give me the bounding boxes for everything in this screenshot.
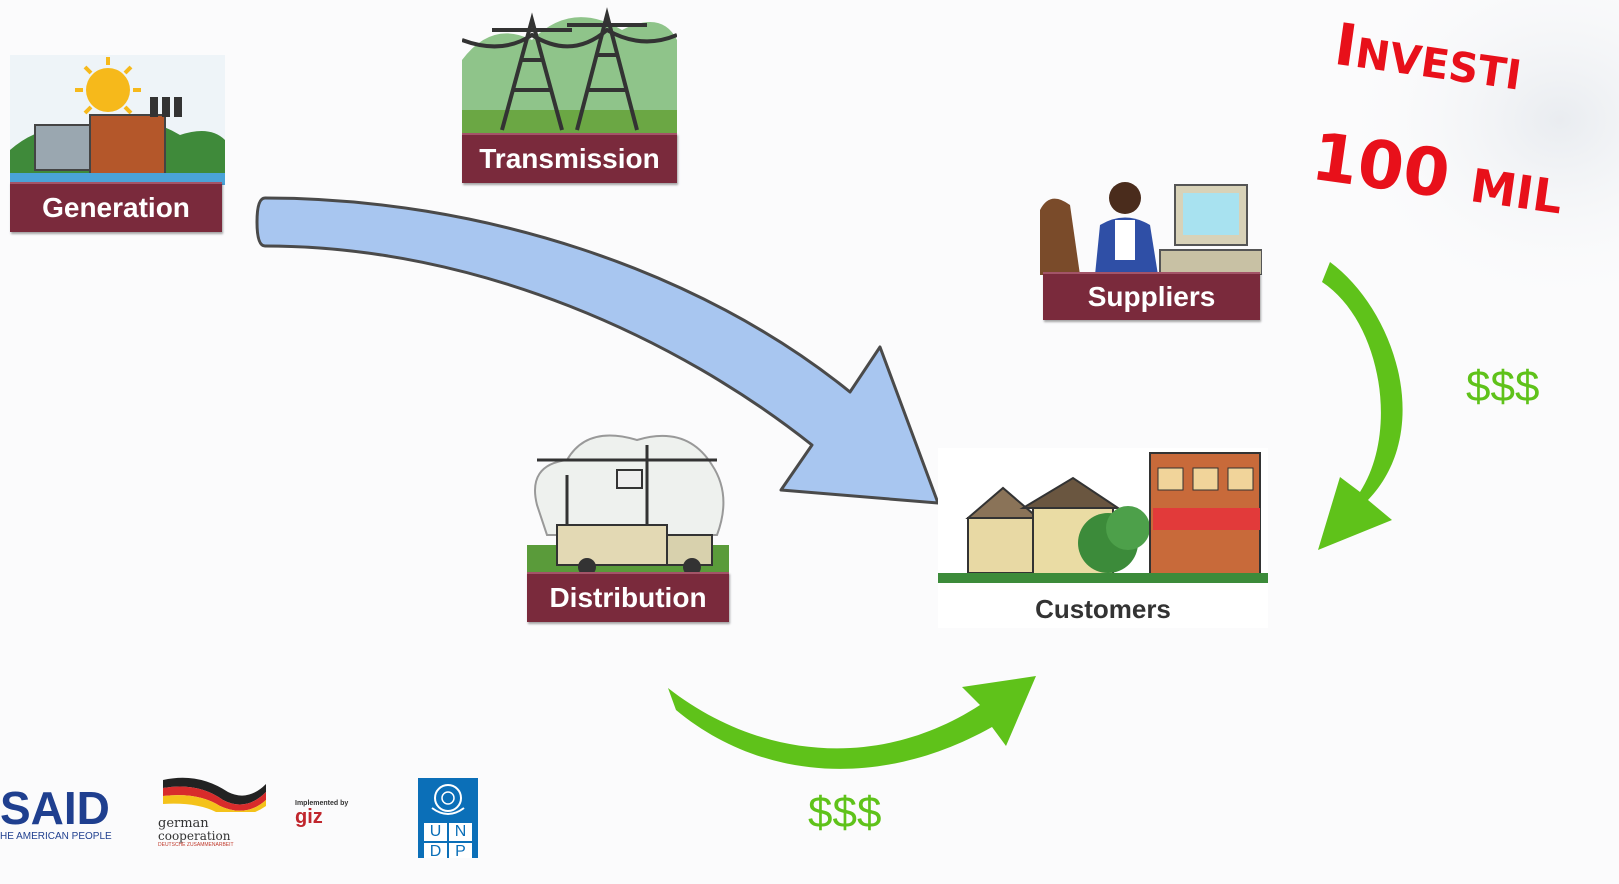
undp-logo: U N D P: [418, 778, 478, 858]
suppliers-label: Suppliers: [1043, 272, 1260, 320]
giz-logo: Implemented by giz: [295, 800, 385, 840]
customers-label: Customers: [1035, 594, 1171, 624]
giz-implemented-by: Implemented by: [295, 800, 349, 807]
utility-truck-icon: [527, 434, 729, 576]
suppliers-node: Suppliers: [1040, 170, 1263, 320]
power-plant-icon: [10, 55, 225, 185]
distribution-label: Distribution: [527, 572, 729, 622]
giz-name: giz: [295, 806, 323, 828]
undp-letter-d: D: [424, 843, 447, 858]
undp-letter-n: N: [449, 823, 472, 841]
german-cooperation-line1: german: [158, 816, 209, 831]
payment-arrow-bottom: [668, 676, 1036, 769]
german-flag-swoosh-icon: [163, 777, 266, 816]
payment-label-right: $$$: [1466, 362, 1540, 411]
usaid-logo-subtext: HE AMERICAN PEOPLE: [0, 831, 112, 842]
houses-icon: [938, 452, 1268, 583]
usaid-logo-text: SAID: [0, 782, 110, 834]
transmission-tower-icon: [461, 7, 678, 136]
undp-letter-u: U: [424, 823, 447, 841]
customers-node: Customers: [938, 448, 1268, 628]
office-worker-icon: [1040, 182, 1263, 276]
transmission-node: Transmission: [461, 0, 678, 183]
payment-label-bottom: $$$: [808, 788, 882, 837]
usaid-logo: SAID HE AMERICAN PEOPLE: [0, 782, 112, 845]
distribution-node: Distribution: [527, 425, 729, 622]
german-cooperation-line2: cooperation: [158, 829, 231, 843]
german-cooperation-line3: DEUTSCHE ZUSAMMENARBEIT: [158, 842, 234, 848]
flow-arrow: [255, 196, 940, 505]
undp-letter-p: P: [449, 843, 472, 858]
transmission-label: Transmission: [462, 133, 677, 183]
un-emblem-icon: [431, 784, 465, 815]
german-cooperation-logo: german cooperation DEUTSCHE ZUSAMMENARBE…: [158, 772, 268, 848]
generation-label: Generation: [10, 182, 222, 232]
generation-node: Generation: [10, 55, 225, 235]
payment-arrow-right: [1318, 262, 1403, 550]
